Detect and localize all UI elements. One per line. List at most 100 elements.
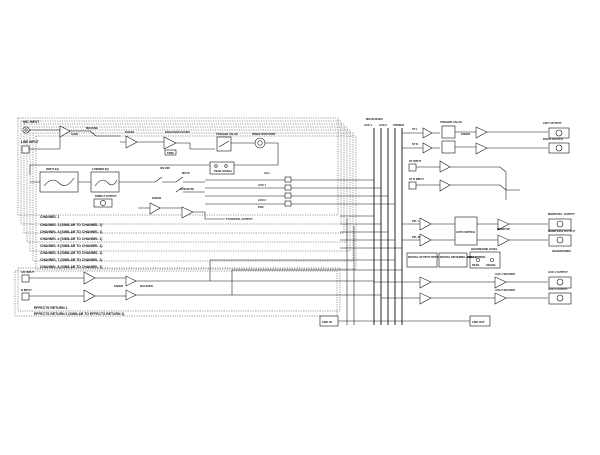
- channel-stack-frames: [17, 117, 357, 270]
- bus-stereo-label: STEREO: [393, 123, 404, 127]
- digital-metering-box: [438, 252, 468, 268]
- input-eq-label: INPUT EQ: [46, 167, 59, 171]
- peak-signal-box: [209, 161, 235, 175]
- aux2-output-jack-icon: [556, 294, 564, 302]
- mix-busses-label: MIX BUSSES: [366, 117, 383, 121]
- monitor-r-jack-icon: [556, 236, 564, 244]
- left-output-label: LEFT OUTPUT: [543, 121, 562, 125]
- channel-label: CHANNEL 4 (SIMILAR TO CHANNEL 1): [40, 237, 102, 241]
- bus-aux1-label: AUX 1: [364, 123, 372, 127]
- gain-label: GAIN: [71, 132, 78, 136]
- lowmid-eq-box: [90, 171, 120, 193]
- post-fader-amp-icon: [181, 206, 194, 219]
- return-fader-amp-icon: [125, 289, 137, 301]
- st-input-jack-icon: [408, 163, 417, 172]
- pfl-l-amp-icon: [419, 217, 432, 231]
- mix-busses: MIX BUSSES AUX 1 AUX 2 STEREO: [300, 117, 404, 325]
- digital-metering-label: DIGITAL METERING AND CONTROL: [440, 255, 486, 259]
- channel-label: CHANNEL 1: [40, 215, 59, 219]
- fader-label: FADER: [152, 196, 161, 200]
- channel-label: CHANNEL 5 (SIMILAR TO CHANNEL 1): [40, 244, 102, 248]
- aux2-master-label: AUX 2 MASTER: [495, 288, 515, 292]
- auto-switch-label: AUTO SWITCH: [456, 230, 475, 234]
- mic-input-label: MIC INPUT: [23, 120, 39, 124]
- st-l-amp-icon: [422, 127, 433, 139]
- master-section: ST L ST R TRIGGER VALUE FADER LEFT OUTPU…: [319, 120, 575, 327]
- lowmid-eq-label: LOW/MID EQ: [92, 167, 109, 171]
- aux1-output-label: AUX 1 OUTPUT: [548, 270, 568, 274]
- channel-label: CHANNEL 7 (SIMILAR TO CHANNEL 1): [40, 258, 102, 262]
- mic-preamp-icon: [59, 125, 71, 138]
- master-trigger-label: TRIGGER VALUE: [440, 120, 462, 124]
- aux1-amp-icon: [419, 276, 432, 289]
- aux2-amp-icon: [419, 292, 432, 305]
- direct-output-jack-icon: [100, 200, 106, 206]
- peak-signal-label: PEAK SIGNAL: [214, 169, 233, 173]
- trigger-value-r-box: [441, 140, 456, 154]
- hpf-icon: [163, 136, 177, 150]
- channel-1-mix: ON OFF MUTE SUB MUTE PEAK SIGNAL FADER T…: [132, 161, 395, 221]
- mic-line-label: MIC/LINE: [86, 126, 98, 130]
- aux2-master-amp-icon: [494, 292, 507, 305]
- line-input-jack-icon: [21, 145, 30, 154]
- mic-input-jack-icon: [22, 126, 30, 134]
- effects-return-2-label: EFFECTS RETURN 2 (SIMILAR TO EFFECTS RET…: [34, 312, 124, 316]
- right-output-jack-icon: [555, 144, 563, 152]
- channel-label: CHANNEL 6 (SIMILAR TO CHANNEL 1): [40, 251, 102, 255]
- left-output-jack-icon: [555, 129, 563, 137]
- ch-label: CH L: [264, 171, 271, 175]
- input-eq-box: [39, 171, 79, 193]
- channel-label: CHANNEL 3 (SIMILAR TO CHANNEL 1): [40, 230, 102, 234]
- phase-label: PHASE: [125, 130, 134, 134]
- master-r-amp-icon: [475, 142, 488, 155]
- return-fader-label: FADER: [114, 284, 123, 288]
- phase-amp-icon: [125, 135, 138, 149]
- pan-label: PAN: [258, 205, 264, 209]
- on-off-label: ON OFF: [160, 166, 171, 170]
- channel-1-input: MIC INPUT LINE INPUT GAIN MIC/LINE PHASE…: [21, 120, 279, 175]
- trigger-value-l-box: [441, 125, 456, 139]
- trigger-value-label: TRIGGER VALUE: [216, 132, 238, 136]
- monitor-label: MONITOR: [497, 227, 510, 231]
- channel-label: CHANNEL 8 (SIMILAR TO CHANNEL 1): [40, 265, 102, 269]
- st-r-amp-icon: [422, 142, 433, 154]
- pfl-r-amp-icon: [419, 233, 432, 247]
- aux1-send-label: AUX 1: [258, 183, 266, 187]
- st-r-input-label: ST R INPUT: [409, 177, 424, 181]
- signal-label: SIGNAL: [486, 263, 497, 267]
- balance-label: BALANCE: [140, 284, 153, 288]
- st-l-label: ST L: [412, 127, 418, 131]
- aux2-send-label: AUX 2: [258, 198, 266, 202]
- headphone-level-label: HEADPHONE LEVEL: [471, 247, 498, 251]
- channel-1-eq: INPUT EQ LOW/MID EQ DIRECT OUTPUT: [30, 167, 132, 208]
- pfl-l-label: PFL L: [412, 219, 420, 223]
- channel-label: CHANNEL 2 (SIMILAR TO CHANNEL 1): [40, 223, 102, 227]
- direct-output-label: DIRECT OUTPUT: [95, 194, 117, 198]
- channel-list: CHANNEL 1 CHANNEL 2 (SIMILAR TO CHANNEL …: [40, 215, 102, 269]
- monitor-l-jack-icon: [556, 220, 564, 228]
- pfl-r-label: PFL R: [412, 235, 420, 239]
- monitor-l-output-label: MONITOR L OUTPUT: [548, 212, 575, 216]
- return-fader-amp-icon: [125, 275, 137, 287]
- digital-output-box: [406, 252, 438, 268]
- st-r-label: ST R: [412, 142, 418, 146]
- return-l-jack-icon: [21, 274, 30, 283]
- return-r-jack-icon: [21, 292, 30, 301]
- insertion-point-icon: [254, 137, 266, 149]
- effects-return-1-label: EFFECTS RETURN 1: [34, 306, 67, 310]
- link-in-label: LINK IN: [322, 320, 332, 324]
- right-output-label: RIGHT OUTPUT: [543, 137, 564, 141]
- return-r-input-label: R INPUT: [21, 288, 32, 292]
- monitor-r-output-label: MONITOR R OUTPUT: [548, 229, 575, 233]
- st-input-amp-icon: [439, 179, 451, 192]
- st-input-label: ST INPUT: [409, 159, 422, 163]
- master-fader-label: FADER: [461, 132, 470, 136]
- auto-switch-box: [454, 216, 478, 246]
- return-r-amp-icon: [83, 289, 96, 303]
- return-l-input-label: L/R INPUT: [21, 270, 34, 274]
- line-input-label: LINE INPUT: [21, 140, 39, 144]
- headphones-label: HEADPHONES: [552, 249, 571, 253]
- st-input-amp-icon: [439, 160, 451, 173]
- peak-label: PEAK: [472, 263, 480, 267]
